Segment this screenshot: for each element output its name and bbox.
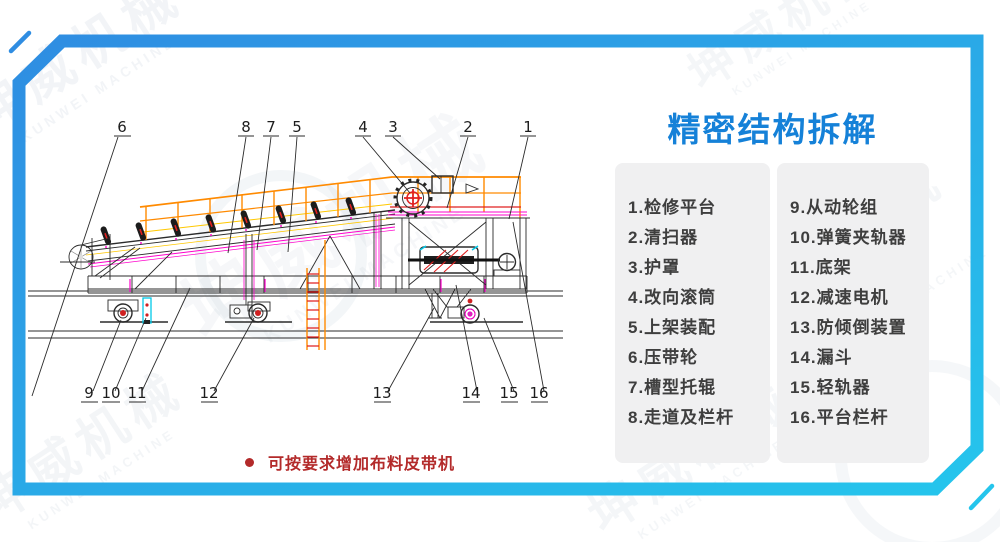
callout-number: 14 xyxy=(461,384,480,402)
ground-rails xyxy=(28,290,563,339)
legend-item: 4.改向滚筒 xyxy=(628,288,717,307)
legend-item: 3.护罩 xyxy=(628,258,681,277)
callout-number: 13 xyxy=(372,384,391,402)
legend-panel-left: 1.检修平台 2.清扫器 3.护罩 4.改向滚筒 5.上架装配 6.压带轮 7.… xyxy=(615,163,770,463)
legend-item: 5.上架装配 xyxy=(628,318,717,337)
head-underframe xyxy=(401,218,527,308)
callout-number: 16 xyxy=(529,384,548,402)
head-pulley xyxy=(393,178,433,218)
note-bullet-icon xyxy=(245,457,254,467)
callout-number: 4 xyxy=(358,118,368,136)
page-frame-border xyxy=(8,30,995,511)
guard-box xyxy=(431,175,480,194)
callout-number: 1 xyxy=(523,118,533,136)
legend-item: 6.压带轮 xyxy=(628,348,699,367)
legend-item: 9.从动轮组 xyxy=(790,198,879,217)
tail-pulley xyxy=(60,237,111,270)
legend-item: 16.平台栏杆 xyxy=(790,408,889,427)
callout-number: 7 xyxy=(266,118,276,136)
anti-tip-device xyxy=(424,288,456,319)
legend-item: 2.清扫器 xyxy=(628,228,699,247)
inclined-boom xyxy=(85,209,396,290)
callout-number: 12 xyxy=(199,384,218,402)
note: 可按要求增加布料皮带机 xyxy=(245,450,455,474)
hopper-funnel xyxy=(432,288,472,308)
callout-number: 3 xyxy=(388,118,398,136)
callout-number: 10 xyxy=(101,384,120,402)
corner-dash-icon xyxy=(968,483,995,511)
callout-numbers: 6 8 7 5 4 3 2 1 9 10 11 12 13 14 15 16 xyxy=(84,118,548,402)
trough-rollers xyxy=(98,195,358,248)
conveyor-drawing: 6 8 7 5 4 3 2 1 9 10 11 12 13 14 15 16 xyxy=(28,118,563,403)
legend-item: 10.弹簧夹轨器 xyxy=(790,228,907,247)
spring-rail-clamp xyxy=(142,297,152,324)
walkway-railing xyxy=(139,176,521,240)
legend-item: 11.底架 xyxy=(790,258,852,277)
callout-number: 5 xyxy=(292,118,302,136)
note-text: 可按要求增加布料皮带机 xyxy=(268,456,456,473)
head-platform xyxy=(386,206,530,219)
callout-number: 8 xyxy=(241,118,251,136)
callout-number: 15 xyxy=(499,384,518,402)
callout-number: 9 xyxy=(84,384,94,402)
access-ladder xyxy=(306,240,326,350)
legend-item: 13.防倾倒装置 xyxy=(790,318,907,337)
callout-leaders xyxy=(31,135,548,403)
legend-item: 12.减速电机 xyxy=(790,288,889,307)
legend-item: 14.漏斗 xyxy=(790,348,853,367)
legend-item: 7.槽型托辊 xyxy=(628,378,717,397)
legend-item: 1.检修平台 xyxy=(628,198,717,217)
callout-number: 2 xyxy=(463,118,473,136)
drive-motor xyxy=(493,252,521,277)
corner-dash-icon xyxy=(8,30,32,54)
legend-item: 8.走道及栏杆 xyxy=(628,408,735,427)
travel-wheels xyxy=(107,297,480,324)
rear-wheel xyxy=(447,298,480,324)
page-title: 精密结构拆解 xyxy=(667,111,878,148)
callout-number: 11 xyxy=(127,384,146,402)
legend-item: 15.轻轨器 xyxy=(790,378,871,397)
legend-panel-right: 9.从动轮组 10.弹簧夹轨器 11.底架 12.减速电机 13.防倾倒装置 1… xyxy=(777,163,929,463)
callout-number: 6 xyxy=(117,118,127,136)
gear-motor-wheel xyxy=(229,301,271,323)
support-legs xyxy=(243,212,456,319)
